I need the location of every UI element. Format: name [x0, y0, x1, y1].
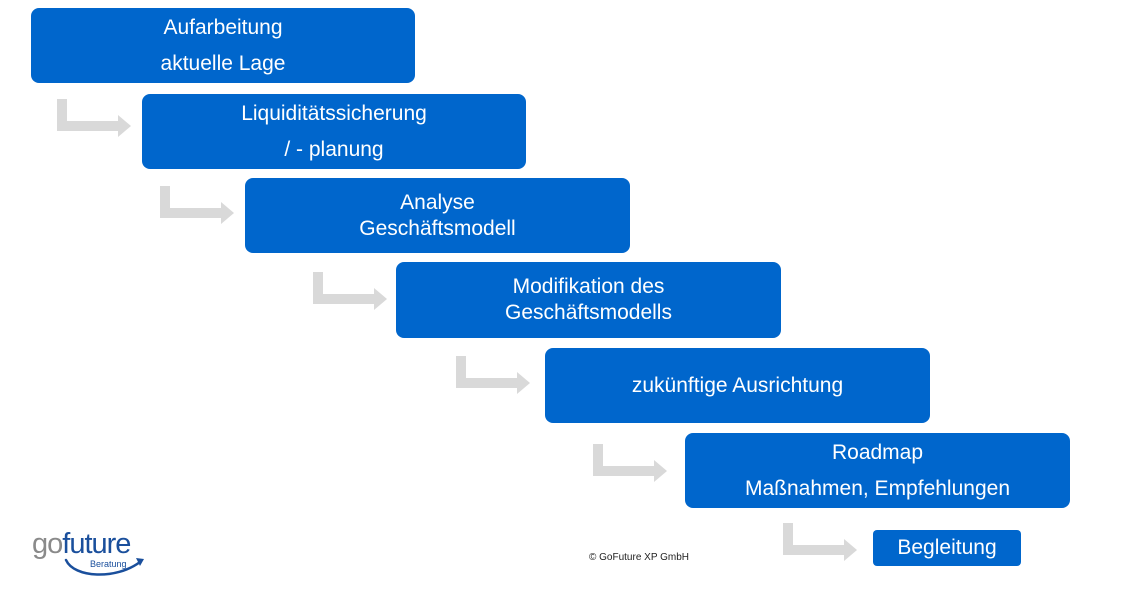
- elbow-arrow-icon: [158, 184, 238, 224]
- swoosh-icon: [64, 558, 144, 576]
- step-label-line: Modifikation des: [512, 275, 665, 298]
- step-liquiditaetssicherung: Liquiditätssicherung / - planung: [142, 94, 526, 169]
- gofuture-logo: gofuture Beratung: [30, 528, 150, 584]
- step-label-line: Liquiditätssicherung: [241, 101, 427, 125]
- step-aufarbeitung: Aufarbeitung aktuelle Lage: [31, 8, 415, 83]
- step-label-line: Begleitung: [897, 536, 997, 559]
- step-label-line: zukünftige Ausrichtung: [631, 373, 844, 397]
- logo-subtitle: Beratung: [90, 559, 127, 569]
- elbow-arrow-icon: [781, 521, 861, 561]
- logo-go: go: [32, 528, 63, 560]
- step-label-line: Roadmap: [831, 440, 924, 464]
- step-label-line: / - planung: [284, 137, 384, 161]
- step-label-line: Aufarbeitung: [163, 15, 283, 39]
- elbow-arrow-icon: [591, 442, 671, 482]
- step-roadmap: Roadmap Maßnahmen, Empfehlungen: [685, 433, 1070, 508]
- step-zukuenftige-ausrichtung: zukünftige Ausrichtung: [545, 348, 930, 423]
- step-label-line: Maßnahmen, Empfehlungen: [745, 476, 1010, 500]
- step-begleitung: Begleitung: [873, 530, 1021, 566]
- step-label-line: Geschäftsmodells: [505, 301, 672, 324]
- step-label-line: Geschäftsmodell: [359, 216, 516, 240]
- copyright-notice: © GoFuture XP GmbH: [589, 552, 689, 563]
- step-analyse-geschaeftsmodell: Analyse Geschäftsmodell: [245, 178, 630, 253]
- elbow-arrow-icon: [311, 270, 391, 310]
- elbow-arrow-icon: [454, 354, 534, 394]
- step-label-line: aktuelle Lage: [160, 51, 286, 75]
- logo-wordmark: gofuture: [32, 528, 131, 560]
- step-modifikation: Modifikation des Geschäftsmodells: [396, 262, 781, 338]
- logo-future: future: [62, 528, 131, 560]
- step-label-line: Analyse: [400, 190, 475, 214]
- elbow-arrow-icon: [55, 97, 135, 137]
